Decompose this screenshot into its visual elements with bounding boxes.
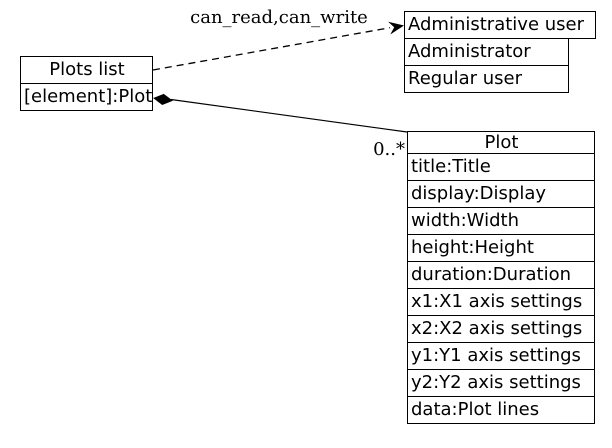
node-plot: Plot title:Title display:Display width:W…: [407, 131, 595, 424]
plot-attribute-row: title:Title: [407, 153, 595, 181]
plot-attribute-row: width:Width: [407, 207, 595, 235]
plot-attribute-row: duration:Duration: [407, 261, 595, 289]
plot-attribute-row: x1:X1 axis settings: [407, 288, 595, 316]
composition-diamond-icon: [153, 93, 173, 105]
admin-user-title: Administrative user: [404, 11, 596, 39]
dependency-edge: [152, 27, 391, 71]
plot-attribute-row: y1:Y1 axis settings: [407, 342, 595, 370]
node-admin-user: Administrative user Administrator Regula…: [404, 11, 596, 93]
arrowhead-icon: [388, 21, 404, 35]
plot-attribute-row: x2:X2 axis settings: [407, 315, 595, 343]
plot-attribute-row: y2:Y2 axis settings: [407, 369, 595, 397]
admin-user-row-regular-user: Regular user: [404, 65, 569, 93]
node-plots-list: Plots list [element]:Plot: [20, 56, 153, 111]
plot-attribute-row: display:Display: [407, 180, 595, 208]
plots-list-title: Plots list: [20, 56, 153, 84]
composition-edge: [170, 98, 408, 133]
plot-attribute-row: height:Height: [407, 234, 595, 262]
plot-attribute-row: data:Plot lines: [407, 396, 595, 424]
admin-user-row-administrator: Administrator: [404, 38, 569, 66]
dependency-edge-label: can_read,can_write: [190, 7, 368, 28]
plots-list-attribute-row: [element]:Plot: [20, 83, 153, 111]
multiplicity-label: 0..*: [373, 139, 405, 160]
plot-title: Plot: [407, 131, 595, 154]
